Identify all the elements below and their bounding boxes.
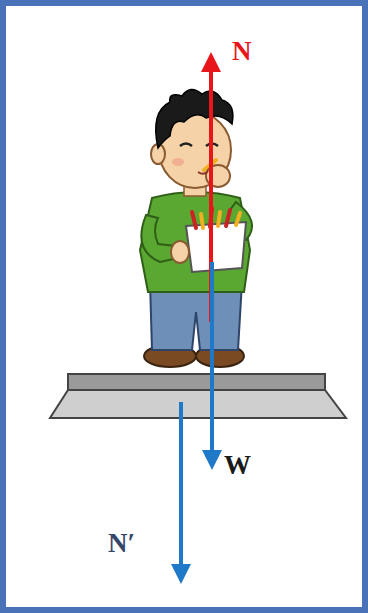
boy-figure (140, 89, 252, 367)
platform (50, 374, 346, 418)
force-label: N′ (108, 530, 135, 557)
force-label: N (232, 38, 252, 65)
reaction-force-arrow (179, 402, 183, 574)
frame (3, 3, 365, 610)
force-label: W (224, 452, 251, 479)
weight-arrow (210, 262, 214, 460)
